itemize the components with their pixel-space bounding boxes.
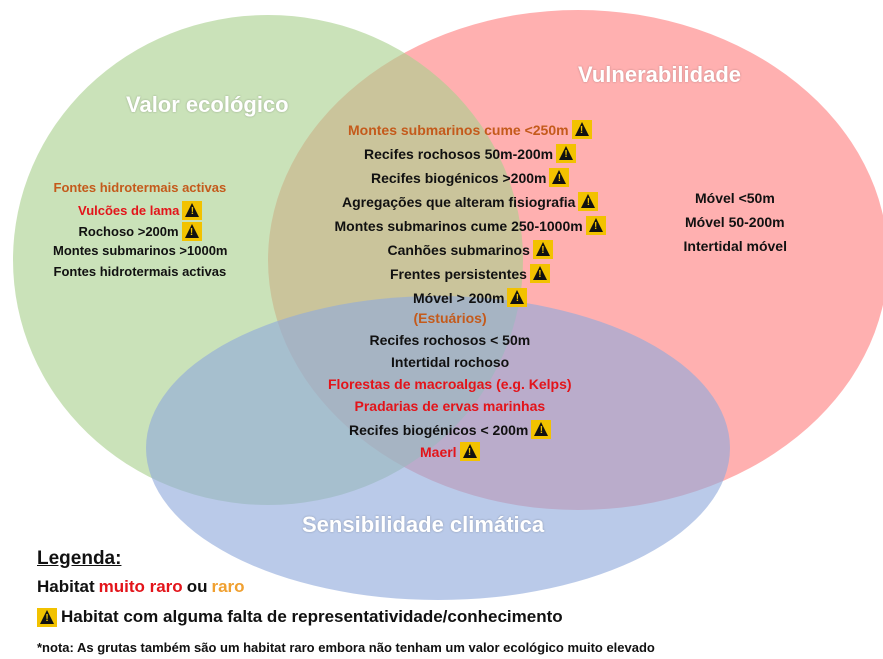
legend-title: Legenda: (37, 548, 122, 569)
habitat-label: Montes submarinos cume 250-1000m (334, 217, 583, 234)
habitat-label: Intertidal móvel (683, 238, 787, 254)
warning-icon (507, 288, 528, 307)
habitat-label: Canhões submarinos (387, 241, 530, 258)
left-habitat-item: Fontes hidrotermais activas (54, 180, 227, 195)
warning-icon (182, 201, 203, 220)
triple-habitat-item: Florestas de macroalgas (e.g. Kelps) (328, 376, 572, 392)
legend-warning-label: Habitat com alguma falta de representati… (61, 607, 563, 626)
warning-icon (529, 264, 550, 283)
warning-icon (578, 192, 599, 211)
habitat-label: (Estuários) (413, 310, 487, 326)
left-habitat-item: Rochoso >200m (79, 222, 202, 241)
habitat-label: Montes submarinos cume <250m (348, 121, 569, 138)
legend-very-rare: muito raro (98, 577, 183, 596)
legend-rare: raro (211, 577, 245, 596)
triple-habitat-item: Maerl (420, 442, 480, 461)
habitat-label: Florestas de macroalgas (e.g. Kelps) (328, 376, 572, 392)
legend-note: *nota: As grutas também são um habitat r… (37, 640, 655, 655)
warning-icon (531, 420, 552, 439)
warning-icon (532, 240, 553, 259)
center-top-habitat-item: Agregações que alteram fisiografia (342, 192, 599, 211)
habitat-label: Rochoso >200m (78, 224, 179, 239)
legend-rarity: Habitat muito raro ou raro (37, 577, 245, 597)
habitat-label: Recifes biogénicos >200m (371, 169, 547, 186)
center-top-habitat-item: Móvel > 200m (413, 288, 528, 307)
triple-habitat-item: Intertidal rochoso (391, 354, 509, 370)
warning-icon (571, 120, 592, 139)
legend-warning: Habitat com alguma falta de representati… (37, 607, 563, 627)
habitat-label: Frentes persistentes (390, 265, 527, 282)
center-top-habitat-item: Recifes rochosos 50m-200m (364, 144, 577, 163)
legend-connector: ou (186, 577, 208, 596)
habitat-label: Fontes hidrotermais activas (53, 180, 227, 195)
habitat-label: Agregações que alteram fisiografia (342, 193, 576, 210)
warning-icon (181, 222, 202, 241)
center-top-habitat-item: Montes submarinos cume <250m (348, 120, 592, 139)
legend-habitat-prefix: Habitat (37, 577, 95, 596)
set-label-valor-ecologico: Valor ecológico (126, 92, 289, 117)
center-top-habitat-item: Frentes persistentes (390, 264, 550, 283)
set-label-vulnerabilidade: Vulnerabilidade (578, 62, 742, 87)
set-label-sensibilidade-climatica: Sensibilidade climática (302, 512, 545, 537)
center-top-habitat-item: Canhões submarinos (388, 240, 553, 259)
warning-icon (549, 168, 570, 187)
left-habitat-item: Montes submarinos >1000m (53, 243, 227, 258)
triple-habitat-item: Pradarias de ervas marinhas (355, 398, 546, 414)
warning-icon (37, 607, 57, 627)
warning-icon (459, 442, 480, 461)
left-habitat-item: Fontes hidrotermais activas (54, 264, 227, 279)
warning-icon (585, 216, 606, 235)
habitat-label: Pradarias de ervas marinhas (354, 398, 546, 414)
habitat-label: Intertidal rochoso (391, 354, 510, 370)
left-habitat-item: Vulcões de lama (78, 201, 203, 220)
habitat-label: Fontes hidrotermais activas (53, 264, 227, 279)
warning-icon (556, 144, 577, 163)
habitat-label: Montes submarinos >1000m (53, 243, 228, 258)
habitat-label: Maerl (420, 443, 457, 460)
habitat-label: Móvel > 200m (413, 289, 505, 306)
circle-sensibilidade-climatica (146, 296, 730, 600)
right-habitat-item: Móvel 50-200m (685, 214, 785, 230)
center-top-habitat-item: Montes submarinos cume 250-1000m (335, 216, 606, 235)
habitat-label: Recifes biogénicos < 200m (349, 421, 529, 438)
habitat-label: Vulcões de lama (78, 203, 180, 218)
triple-habitat-item: Recifes biogénicos < 200m (349, 420, 552, 439)
right-habitat-item: Móvel <50m (695, 190, 775, 206)
habitat-label: Móvel 50-200m (685, 214, 785, 230)
triple-habitat-item: (Estuários) (414, 310, 487, 326)
habitat-label: Recifes rochosos 50m-200m (364, 145, 554, 162)
triple-habitat-item: Recifes rochosos < 50m (370, 332, 531, 348)
habitat-label: Recifes rochosos < 50m (369, 332, 531, 348)
center-top-habitat-item: Recifes biogénicos >200m (371, 168, 570, 187)
right-habitat-item: Intertidal móvel (684, 238, 787, 254)
habitat-label: Móvel <50m (695, 190, 775, 206)
